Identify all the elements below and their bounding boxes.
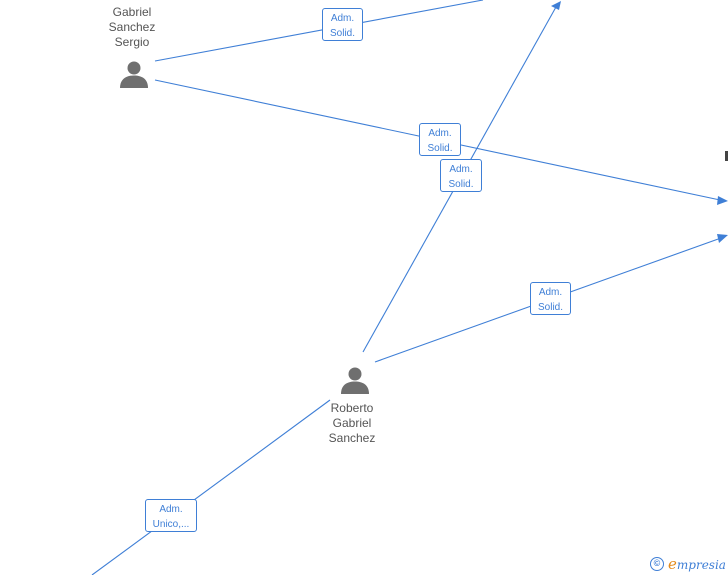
relation-label-line: Adm. — [330, 13, 355, 24]
copyright-icon: © — [650, 557, 664, 571]
relation-badge[interactable]: Adm. Solid. — [322, 8, 363, 41]
person-icon[interactable] — [119, 59, 149, 89]
person-name-line: Sergio — [114, 35, 150, 49]
person-name-line: Roberto — [330, 401, 374, 415]
brand-initial: e — [668, 555, 677, 573]
relation-label-line: Solid. — [329, 28, 355, 39]
brand-name-rest: mpresia — [676, 558, 726, 572]
arrow-head-icon — [717, 196, 728, 205]
brand-logo: empresia — [668, 555, 726, 573]
relation-badge[interactable]: Adm. Unico,... — [145, 499, 197, 532]
person-icon[interactable] — [340, 365, 370, 395]
person-name-line: Gabriel — [332, 416, 372, 430]
person-label-gabriel-sanchez-sergio: Gabriel Sanchez Sergio — [92, 5, 172, 50]
relation-label-line: Solid. — [537, 302, 563, 313]
relation-label-line: Solid. — [427, 143, 453, 154]
relation-badge[interactable]: Adm. Solid. — [530, 282, 571, 315]
brand-footer[interactable]: © empresia — [650, 554, 726, 574]
relation-label-line: Adm. — [428, 128, 452, 139]
person-label-roberto-gabriel-sanchez: Roberto Gabriel Sanchez — [312, 401, 392, 446]
arrow-head-icon — [717, 234, 728, 243]
edge-bottom-to-roberto — [91, 399, 331, 575]
relation-label-line: Unico,... — [152, 519, 190, 530]
relation-label-line: Adm. — [538, 287, 563, 298]
person-name-line: Gabriel — [112, 5, 152, 19]
relation-badge[interactable]: Adm. Solid. — [440, 159, 482, 192]
relation-label-line: Adm. — [449, 164, 473, 175]
relation-label-line: Adm. — [159, 504, 183, 515]
relation-badge[interactable]: Adm. Solid. — [419, 123, 461, 156]
person-name-line: Sanchez — [108, 20, 156, 34]
edge-gabriel-to-top — [154, 0, 484, 62]
arrow-head-icon — [551, 1, 561, 10]
relation-label-line: Solid. — [448, 179, 474, 190]
offscreen-node-edge — [725, 151, 728, 161]
person-name-line: Sanchez — [328, 431, 376, 445]
